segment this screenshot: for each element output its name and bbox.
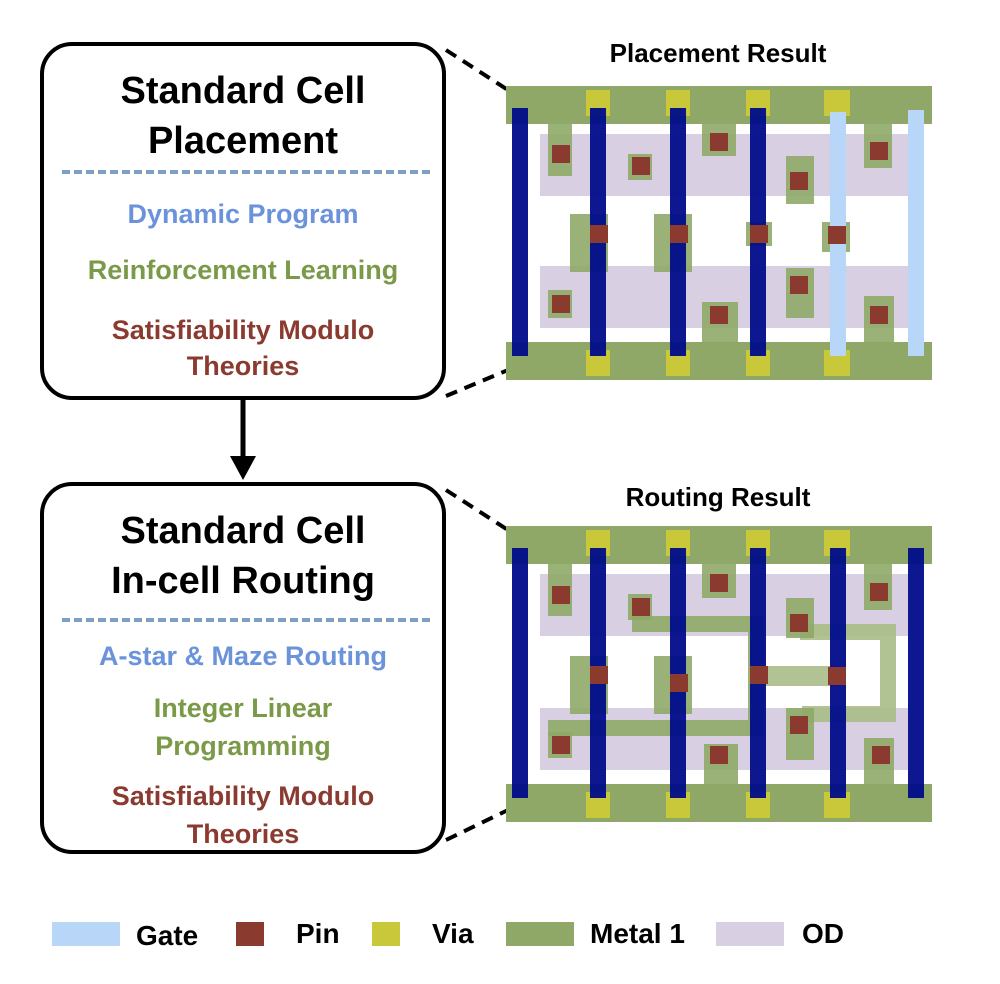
pin	[670, 225, 688, 243]
legend-swatch-pin	[236, 922, 264, 946]
pin	[710, 306, 728, 324]
method-astar-maze: A-star & Maze Routing	[98, 641, 387, 671]
legend-swatch-metal1	[506, 922, 574, 946]
method-smt-line2: Theories	[186, 351, 300, 381]
pin	[750, 225, 768, 243]
routing-result-title: Routing Result	[625, 482, 811, 512]
placement-divider	[62, 170, 430, 174]
pin	[552, 145, 570, 163]
pin	[590, 666, 608, 684]
pin	[870, 306, 888, 324]
gate-active	[512, 108, 528, 356]
placement-result-title: Placement Result	[609, 38, 827, 68]
metal1-rail-bottom	[506, 784, 932, 822]
connector-line	[445, 368, 509, 398]
placement-title-line2: Placement	[147, 120, 339, 162]
gate-active	[670, 548, 686, 798]
routing-title-line2: In-cell Routing	[111, 560, 375, 602]
method-dynamic-program: Dynamic Program	[127, 199, 359, 229]
legend-swatch-gate	[52, 922, 120, 946]
routing-title-line1: Standard Cell	[120, 510, 366, 552]
pin	[670, 674, 688, 692]
flow-arrow-head	[230, 456, 256, 480]
connector-line	[445, 808, 509, 842]
legend-label-pin: Pin	[296, 918, 340, 949]
method-smt-line1: Satisfiability Modulo	[111, 315, 375, 345]
pin	[710, 133, 728, 151]
method-reinforcement-learning: Reinforcement Learning	[87, 255, 399, 285]
connector-line	[444, 488, 510, 532]
method-smt-line1: Satisfiability Modulo	[111, 781, 375, 811]
routing-box: Standard Cell In-cell Routing A-star & M…	[40, 482, 446, 854]
pin	[552, 736, 570, 754]
pin	[710, 746, 728, 764]
pin	[872, 746, 890, 764]
pin	[632, 598, 650, 616]
legend-label-metal1: Metal 1	[590, 918, 685, 949]
legend-label-via: Via	[432, 918, 474, 949]
method-ilp-line2: Programming	[155, 731, 331, 761]
connector-line	[444, 48, 510, 92]
legend-label-od: OD	[802, 918, 844, 949]
pin	[790, 172, 808, 190]
pin	[632, 157, 650, 175]
routing-divider	[62, 618, 430, 622]
legend-swatch-via	[372, 922, 400, 946]
pin	[870, 583, 888, 601]
pin	[590, 225, 608, 243]
gate-active	[512, 548, 528, 798]
legend-label-gate: Gate	[136, 920, 199, 951]
pin	[552, 586, 570, 604]
pin	[790, 614, 808, 632]
legend-swatch-od	[716, 922, 784, 946]
placement-box: Standard Cell Placement Dynamic Program …	[40, 42, 446, 400]
gate-dummy	[908, 110, 924, 356]
pin	[828, 226, 846, 244]
method-ilp-line1: Integer Linear	[153, 693, 333, 723]
pin	[552, 295, 570, 313]
placement-title-line1: Standard Cell	[120, 70, 366, 112]
routing-result-layout	[506, 526, 932, 822]
metal1-rail-bottom	[506, 342, 932, 380]
pin	[870, 142, 888, 160]
placement-result-layout	[506, 86, 932, 380]
pin	[790, 716, 808, 734]
pin	[828, 667, 846, 685]
metal1-rail-top	[506, 86, 932, 124]
gate-active	[908, 548, 924, 798]
pin	[710, 574, 728, 592]
via	[824, 90, 850, 116]
pin	[790, 276, 808, 294]
pin	[750, 666, 768, 684]
method-smt-line2: Theories	[186, 819, 300, 849]
metal1-rail-top	[506, 526, 932, 564]
